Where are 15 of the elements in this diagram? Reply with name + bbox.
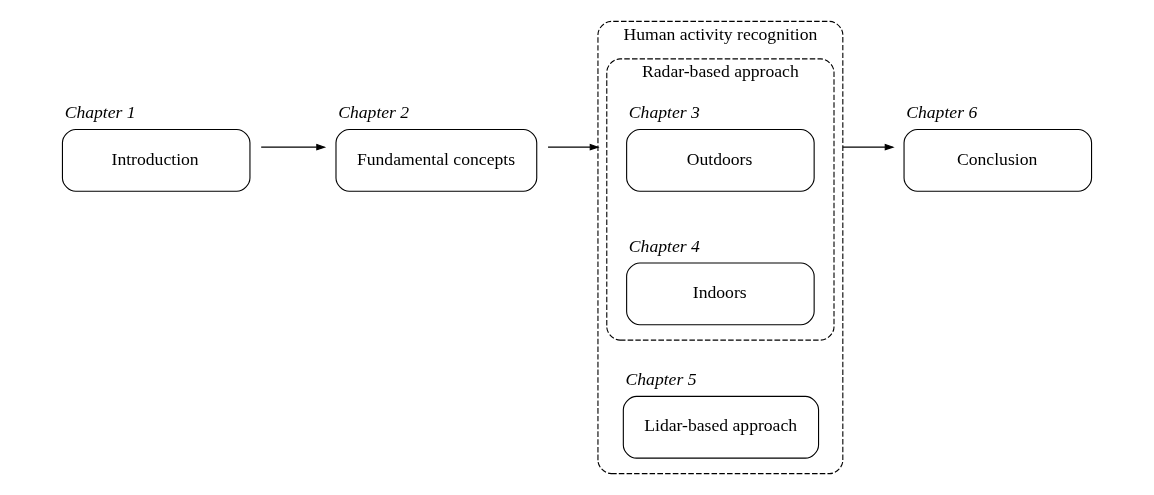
node-label: Chapter 3 — [628, 102, 700, 123]
node-box: Lidar-based approach — [622, 395, 820, 459]
node-label: Chapter 1 — [64, 102, 136, 123]
node-box: Outdoors — [626, 128, 815, 192]
node-box: Fundamental concepts — [335, 128, 538, 192]
arrow — [260, 143, 327, 151]
node-label: Chapter 6 — [906, 102, 978, 123]
node-label: Chapter 4 — [628, 235, 700, 256]
node-box: Indoors — [626, 262, 815, 326]
node-label: Chapter 2 — [338, 102, 410, 123]
node-label: Chapter 5 — [625, 369, 697, 390]
node-box: Conclusion — [903, 128, 1093, 192]
arrow — [842, 143, 895, 151]
arrow — [547, 143, 600, 151]
node-box: Introduction — [61, 128, 251, 192]
